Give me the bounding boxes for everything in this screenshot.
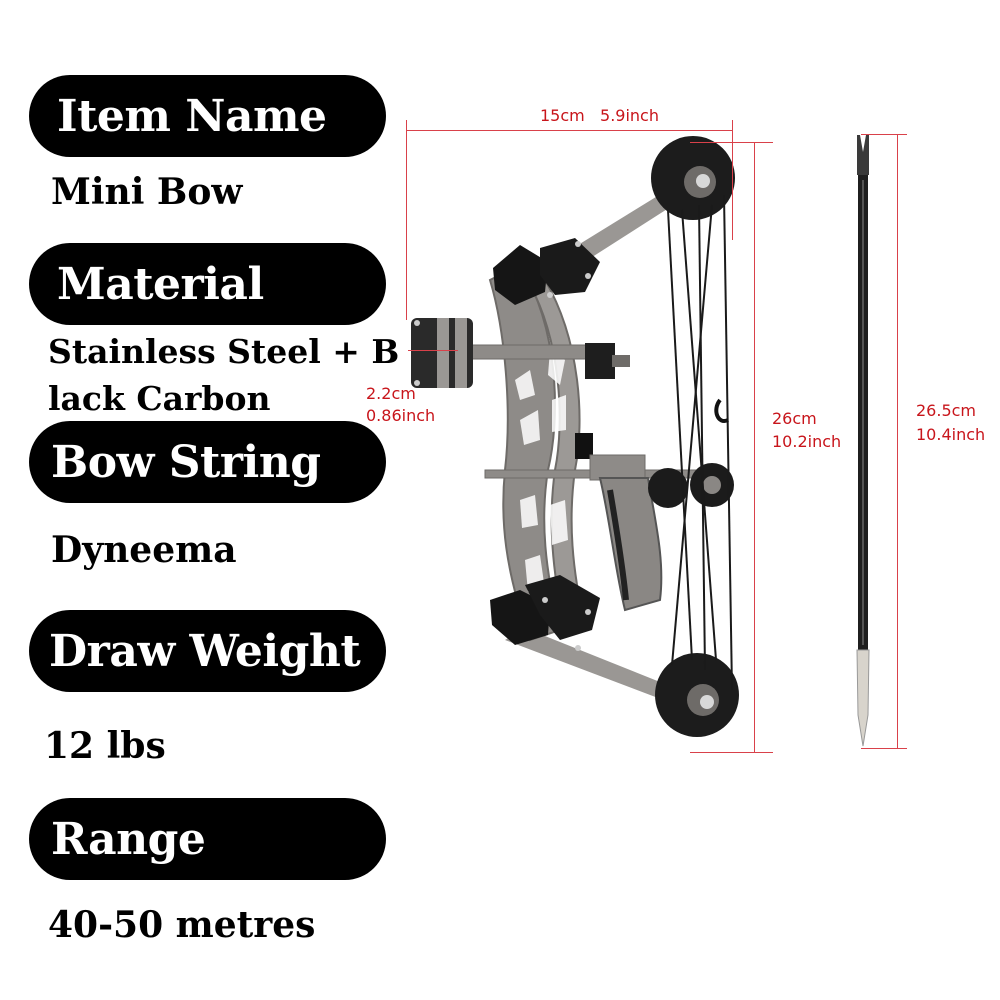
width-dimension-line — [406, 130, 732, 131]
sight-depth-inch: 0.86inch — [366, 406, 436, 425]
accessory-block — [585, 343, 615, 379]
riser-cutouts — [515, 350, 568, 592]
draw-weight-value: 12 lbs — [44, 725, 166, 767]
height-dimension-bottom-tick — [690, 752, 773, 753]
lower-limb — [505, 628, 705, 712]
width-dimension-label: 15cm 5.9inch — [540, 105, 659, 127]
bow-string-value: Dyneema — [51, 529, 237, 571]
material-value-line-1: Stainless Steel + B — [48, 332, 400, 371]
range-label: Range — [51, 813, 206, 865]
height-dimension-top-tick — [690, 142, 773, 143]
item-name-label: Item Name — [57, 90, 327, 142]
draw-weight-label: Draw Weight — [49, 625, 361, 677]
material-label-pill: Material — [29, 243, 386, 325]
range-label-pill: Range — [29, 798, 386, 880]
arrow-dimension-line — [897, 134, 898, 748]
arrow-nock — [857, 135, 869, 175]
upper-limb-pocket-2 — [540, 238, 600, 295]
arrow-point — [856, 649, 870, 747]
arrow-length-cm: 26.5cm — [916, 401, 977, 420]
upper-limb-pocket — [493, 245, 548, 305]
draw-weight-label-pill: Draw Weight — [29, 610, 386, 692]
arrow-dimension-bottom-tick — [861, 748, 907, 749]
arrow-dimension-top-tick — [861, 134, 907, 135]
idler-wheel-left — [648, 468, 688, 508]
lower-limb-pocket-2 — [525, 575, 600, 640]
bow-string-label: Bow String — [51, 436, 321, 488]
height-inch: 10.2inch — [772, 432, 842, 451]
arrow-length-inch: 10.4inch — [916, 425, 986, 444]
bow-string-label-pill: Bow String — [29, 421, 386, 503]
width-inch: 5.9inch — [600, 106, 659, 125]
arrow-rest — [575, 433, 593, 459]
width-cm: 15cm — [540, 106, 585, 125]
width-dimension-right-tick — [732, 120, 733, 240]
range-value: 40-50 metres — [48, 904, 316, 946]
item-name-label-pill: Item Name — [29, 75, 386, 157]
height-dimension-line — [754, 142, 755, 752]
sight-depth-cm: 2.2cm — [366, 384, 416, 403]
item-name-value: Mini Bow — [51, 171, 243, 213]
material-value-line-2: lack Carbon — [48, 379, 271, 418]
material-label: Material — [57, 258, 264, 310]
arrow — [856, 135, 870, 747]
width-dimension-left-tick — [406, 120, 407, 320]
d-loop — [714, 398, 729, 423]
bow-strings — [667, 194, 733, 691]
sight-depth-line — [408, 350, 458, 351]
height-cm: 26cm — [772, 409, 817, 428]
